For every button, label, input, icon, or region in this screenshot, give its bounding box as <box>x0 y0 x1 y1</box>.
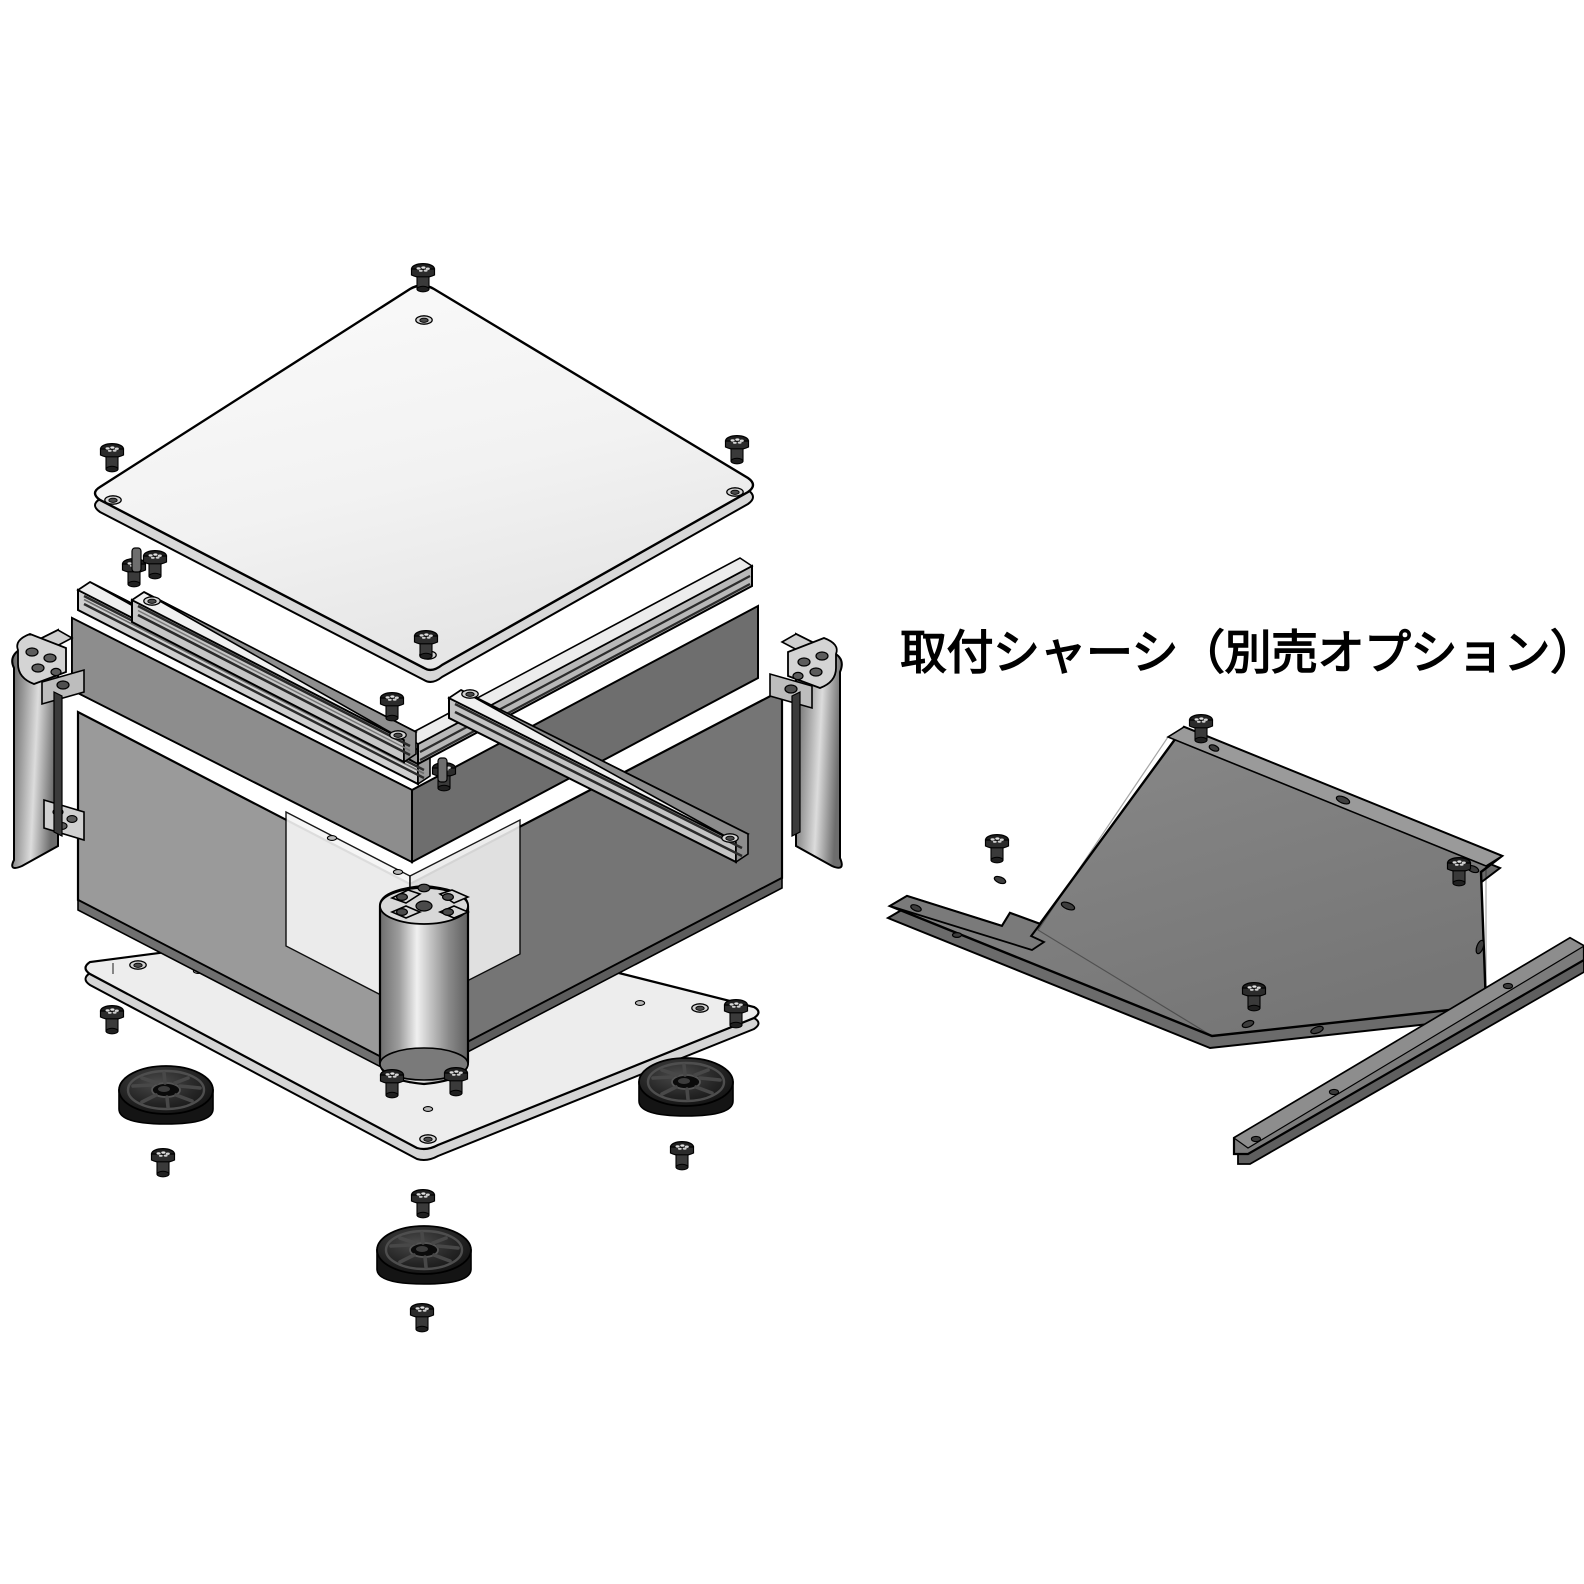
lower-extrusion-rail-right <box>447 688 750 864</box>
corner-post-right <box>769 632 843 869</box>
top-cover-panel <box>93 284 755 683</box>
cover-screw-left <box>99 443 125 473</box>
corner-post-left <box>11 628 85 869</box>
chassis-plate <box>885 725 1505 1050</box>
rail-screw-d <box>142 549 168 580</box>
alignment-pin-left <box>131 547 142 573</box>
foot-screw-front <box>409 1302 435 1333</box>
alignment-pin-front <box>437 757 448 783</box>
foot-screw-right <box>669 1140 695 1171</box>
side-panel-rear-left <box>71 616 413 864</box>
chassis-support-bar <box>1232 936 1584 1165</box>
cover-screw-right <box>724 435 750 465</box>
rubber-foot-left <box>117 1064 215 1126</box>
corner-post-front <box>378 883 471 1099</box>
base-screw-left <box>99 1004 125 1035</box>
rubber-foot-right <box>637 1056 735 1118</box>
lower-extrusion-rail-left <box>130 590 418 764</box>
foot-screw-left <box>150 1147 176 1178</box>
main-assembly <box>11 263 843 1333</box>
rubber-foot-front <box>375 1224 473 1286</box>
base-screw-front <box>410 1188 436 1219</box>
side-panel-rear-right <box>411 604 759 864</box>
chassis-screw-left <box>984 833 1010 864</box>
option-caption: 取付シャーシ（別売オプション） <box>900 626 1584 681</box>
option-assembly <box>885 713 1584 1165</box>
